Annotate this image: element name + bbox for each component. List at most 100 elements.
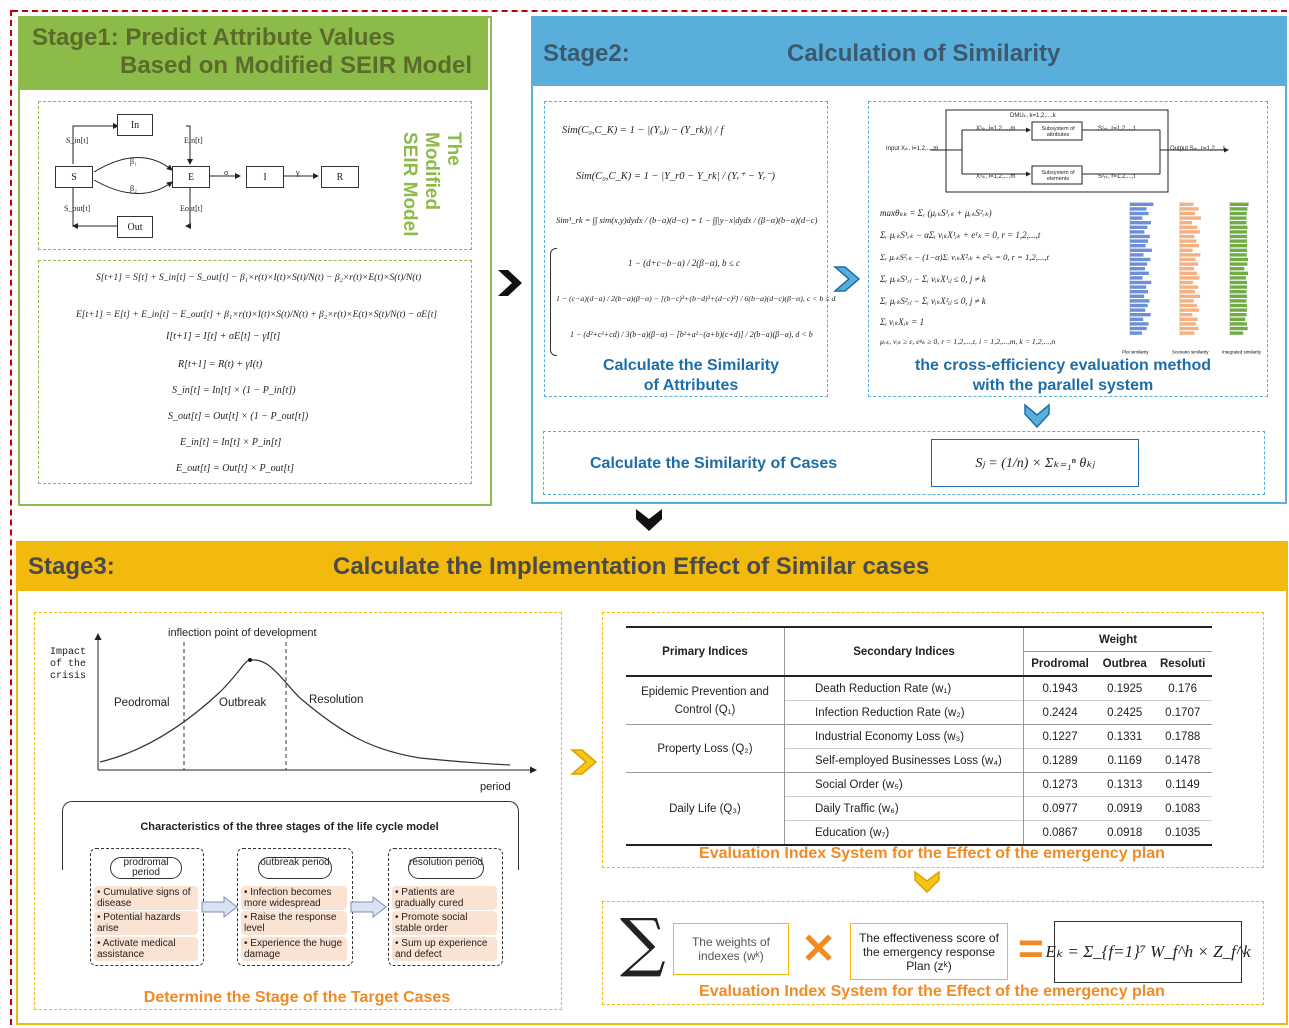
edge-gamma: γ bbox=[296, 168, 300, 177]
secondary-index-cell: Industrial Economy Loss (w₃) bbox=[784, 724, 1024, 749]
mini-chart-legend: Plot similarity bbox=[1122, 349, 1149, 354]
multiply-icon: ✕ bbox=[801, 925, 837, 972]
outbreak-period-pill: outbreak period bbox=[258, 857, 332, 879]
seir-diagram bbox=[72, 123, 319, 229]
sim-formula-2: Sim(C₀,C_K) = 1 − |Y_r0 − Y_rk| / (Yᵣ⁺ −… bbox=[576, 171, 775, 182]
parallel-x1: X¹ᵢₖ, i=1,2,...,m bbox=[976, 126, 1016, 132]
header-primary: Primary Indices bbox=[626, 627, 785, 676]
mini-chart-bar bbox=[1130, 248, 1152, 252]
mini-chart-bar bbox=[1230, 285, 1248, 289]
prodromal-feature-1: • Cumulative signs of disease bbox=[94, 886, 198, 910]
weight-cell: 0.1035 bbox=[1165, 826, 1201, 839]
mini-chart-bar bbox=[1230, 280, 1248, 285]
mini-chart-bar bbox=[1180, 290, 1195, 294]
mini-chart-bar bbox=[1230, 202, 1249, 206]
mini-chart-bar bbox=[1130, 257, 1151, 262]
lp-constraint-2: Σᵣ μᵣₖS²ᵣₖ − (1−α)Σᵢ vᵢₖX²ᵢₖ + e²ₖ = 0, … bbox=[880, 252, 1049, 262]
weight-cell: 0.1478 bbox=[1165, 754, 1201, 767]
case-similarity-formula: Sⱼ = (1/n) × Σₖ₌₁ⁿ θₖⱼ bbox=[975, 455, 1095, 471]
mini-chart-bar bbox=[1180, 239, 1197, 243]
mini-chart-bar bbox=[1180, 234, 1195, 239]
resolution-feature-3: • Sum up experience and defect bbox=[392, 937, 497, 961]
mini-chart-bar bbox=[1180, 207, 1199, 211]
weight-cell: 0.1707 bbox=[1165, 706, 1201, 719]
effect-formula-box: Eₖ = Σ_{f=1}⁷ W_f^h × Z_f^k bbox=[1045, 921, 1251, 983]
weight-cell: 0.176 bbox=[1168, 682, 1198, 695]
seir-side-label: The Modified SEIR Model bbox=[399, 132, 464, 237]
weight-cell: 0.1313 bbox=[1107, 778, 1143, 791]
parallel-s1: S¹ᵣₖ, r=1,2,...,t bbox=[1098, 126, 1136, 132]
sum-icon: ∑ bbox=[620, 906, 666, 980]
characteristics-title: Characteristics of the three stages of t… bbox=[140, 821, 439, 833]
mini-chart-bar bbox=[1230, 303, 1248, 308]
mini-chart-bar bbox=[1180, 294, 1201, 298]
mini-chart-bar bbox=[1130, 313, 1151, 317]
mini-chart-bar bbox=[1130, 276, 1143, 280]
mini-chart-bar bbox=[1230, 313, 1247, 317]
case-similarity-caption: Calculate the Similarity of Cases bbox=[590, 455, 838, 472]
mini-chart-bar bbox=[1180, 313, 1193, 317]
equals-icon: = bbox=[1018, 924, 1044, 973]
mini-chart-bar bbox=[1130, 294, 1145, 298]
mini-chart-bar bbox=[1230, 234, 1248, 239]
parallel-subsystem-attributes: Subsystem of attributes bbox=[1041, 126, 1075, 138]
mini-chart-bar bbox=[1230, 244, 1248, 248]
weights-box: The weights of indexes (wᵏ) bbox=[673, 923, 789, 975]
mini-chart-bar bbox=[1230, 253, 1247, 257]
arrow-stage1-to-stage2 bbox=[498, 270, 522, 296]
mini-chart-bar bbox=[1180, 262, 1198, 266]
mini-chart-bar bbox=[1180, 202, 1194, 206]
equation-6: S_out[t] = Out[t] × (1 − P_out[t]) bbox=[168, 411, 309, 422]
parallel-x2: X²ᵢₖ, i=1,2,...,m bbox=[976, 174, 1016, 180]
arrow-cross-to-cases bbox=[1024, 403, 1050, 429]
primary-index-cell: Daily Life (Q₃) bbox=[626, 772, 785, 845]
table-row: Property Loss (Q₂)Industrial Economy Los… bbox=[626, 724, 1212, 773]
mini-chart-bar bbox=[1230, 317, 1246, 321]
mini-chart-bar bbox=[1180, 331, 1195, 335]
inflection-label: inflection point of development bbox=[168, 627, 317, 639]
seir-equations-box bbox=[38, 260, 472, 484]
weight-cell: 0.2425 bbox=[1107, 706, 1143, 719]
resolution-period-box bbox=[388, 848, 503, 966]
mini-chart-bar bbox=[1180, 211, 1195, 216]
piecewise-2: 1 − (c−a)(d−a) / 2(b−a)(β−α) − [(b−c)³+(… bbox=[556, 294, 836, 303]
mini-chart-bar bbox=[1130, 308, 1146, 312]
weight-cell: 0.1227 bbox=[1042, 730, 1078, 743]
sim-formula-1: Sim(C₀,C_K) = 1 − |(Y₀)ⱼ − (Y_rk)ⱼ| / f bbox=[562, 125, 724, 136]
mini-chart-bar bbox=[1180, 257, 1196, 262]
index-table-box bbox=[602, 612, 1264, 868]
mini-chart-bar bbox=[1180, 221, 1192, 225]
stage2-title: Calculation of Similarity bbox=[787, 40, 1061, 67]
mini-chart-bar bbox=[1130, 290, 1148, 294]
mini-chart-bar bbox=[1230, 331, 1244, 335]
parallel-input: Input Xᵢₖ, i=1,2,...,m bbox=[886, 146, 939, 152]
stage1-subtitle: Based on Modified SEIR Model bbox=[120, 52, 473, 79]
mini-chart-bar bbox=[1130, 331, 1142, 335]
edge-s-in: S_in[t] bbox=[66, 136, 89, 145]
mini-chart-bar bbox=[1180, 248, 1193, 252]
mini-chart-bar bbox=[1130, 253, 1144, 257]
stage1-panel bbox=[18, 16, 492, 506]
piecewise-1: 1 − (d+c−b−a) / 2(β−α), b ≤ c bbox=[628, 258, 740, 268]
mini-chart-bar bbox=[1180, 322, 1196, 326]
mini-chart-bar bbox=[1130, 271, 1149, 275]
mini-chart-bar bbox=[1180, 216, 1201, 220]
secondary-index-cell: Social Order (w₅) bbox=[784, 772, 1024, 797]
mini-chart-bar bbox=[1130, 244, 1146, 248]
mini-chart-legend: Scenario similarity bbox=[1172, 349, 1209, 354]
mini-chart-bar bbox=[1180, 280, 1193, 285]
mini-chart-bar bbox=[1230, 294, 1248, 298]
primary-index-cell: Property Loss (Q₂) bbox=[626, 724, 785, 773]
weight-cell: 0.0918 bbox=[1107, 826, 1143, 839]
mini-chart-bar bbox=[1180, 326, 1199, 331]
mini-chart-bar bbox=[1180, 244, 1199, 248]
edge-sigma: σ bbox=[224, 168, 229, 177]
weight-cell: 0.0977 bbox=[1042, 802, 1078, 815]
mini-chart-bar bbox=[1130, 202, 1154, 206]
mini-chart-bar bbox=[1130, 230, 1145, 234]
weight-cell: 0.2424 bbox=[1042, 706, 1078, 719]
piecewise-3: 1 − (d²+c²+cd) / 3(b−a)(β−α) − [b²+a²−(a… bbox=[570, 330, 813, 339]
phase-resolution: Resolution bbox=[309, 694, 364, 706]
